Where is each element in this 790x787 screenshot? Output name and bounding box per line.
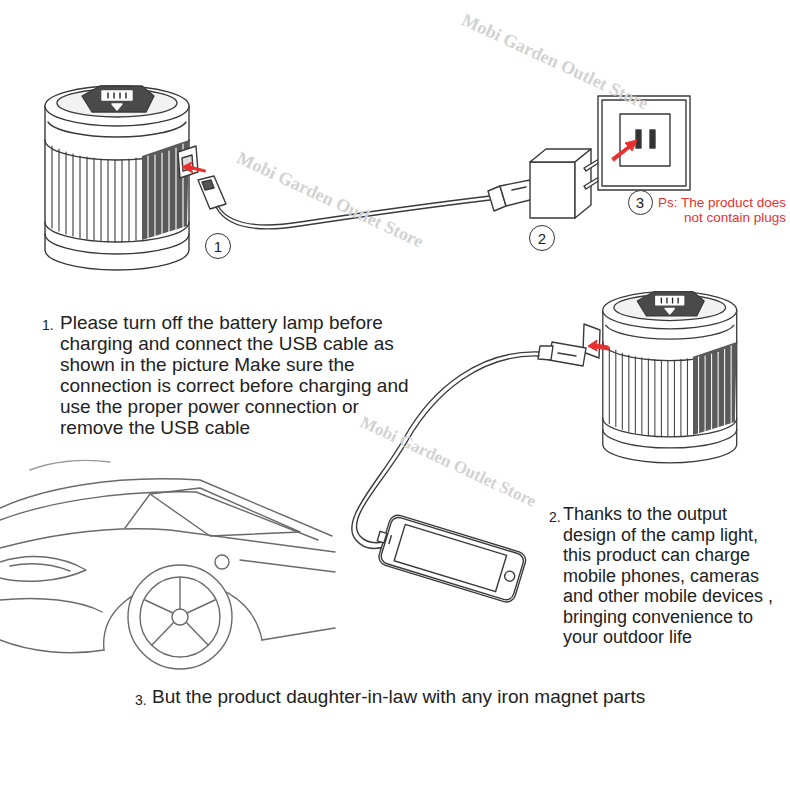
callout-number: 1 <box>214 239 222 254</box>
usb-cable <box>352 342 586 548</box>
watermark: Mobi Garden Outlet Store <box>234 148 427 253</box>
watermark: Mobi Garden Outlet Store <box>459 10 652 115</box>
note-text: Ps: The product does not contain plugs <box>648 195 786 225</box>
step-number: 1. <box>42 317 54 333</box>
callout-circle: 1 <box>205 233 231 259</box>
callout-number: 3 <box>636 195 644 210</box>
callout-circle: 3 <box>628 190 653 215</box>
car-outline <box>0 460 335 669</box>
instruction-text: Please turn off the battery lamp before … <box>60 312 412 438</box>
instruction-text: Thanks to the output design of the camp … <box>563 504 785 648</box>
watermark: Mobi Garden Outlet Store <box>357 412 539 511</box>
camp-lamp <box>583 292 737 463</box>
step-number: 3. <box>135 692 147 708</box>
power-adapter <box>530 149 606 218</box>
instruction-text: But the product daughter-in-law with any… <box>152 686 645 707</box>
mobile-phone <box>371 511 528 604</box>
callout-number: 2 <box>538 231 546 246</box>
step-number: 2. <box>549 509 561 525</box>
camp-lamp <box>45 86 205 270</box>
callout-circle: 2 <box>529 225 555 251</box>
